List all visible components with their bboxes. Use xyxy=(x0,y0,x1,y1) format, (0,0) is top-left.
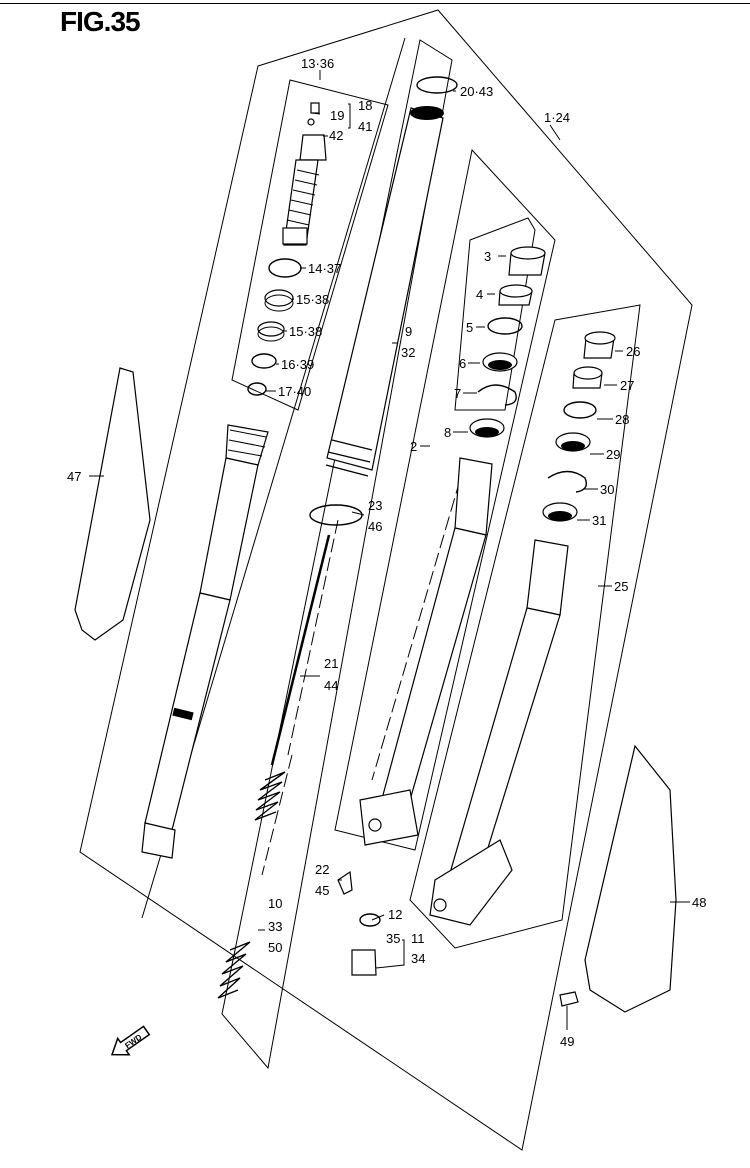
label-27: 27 xyxy=(620,378,634,393)
valve-11 xyxy=(351,949,377,976)
label-31: 31 xyxy=(592,513,606,528)
label-15-38a: 15·38 xyxy=(296,292,329,307)
bushing-15b xyxy=(257,321,285,337)
cartridge-group-outline xyxy=(231,79,389,411)
label-42: 42 xyxy=(329,128,343,143)
right-leg-outline xyxy=(409,304,641,949)
label-11: 11 xyxy=(411,931,425,946)
clip-30 xyxy=(547,470,588,493)
label-20-43: 20·43 xyxy=(460,84,493,99)
clip-7 xyxy=(477,384,517,406)
leader-lines xyxy=(89,70,690,1030)
bolt-22 xyxy=(337,870,353,895)
label-14-37: 14·37 xyxy=(308,261,341,276)
o-ring-23 xyxy=(309,504,363,526)
spring-upper xyxy=(254,771,286,821)
label-10: 10 xyxy=(268,896,282,911)
label-16-39: 16·39 xyxy=(281,357,314,372)
right-panel-outline xyxy=(334,148,556,851)
inner-tube xyxy=(309,76,458,526)
label-41: 41 xyxy=(358,119,372,134)
label-28: 28 xyxy=(615,412,629,427)
label-5: 5 xyxy=(466,320,473,335)
bushing-group-outline xyxy=(454,217,536,411)
label-30: 30 xyxy=(600,482,614,497)
align-dash-2 xyxy=(261,754,293,876)
label-15-38b: 15·38 xyxy=(289,324,322,339)
label-2: 2 xyxy=(410,439,417,454)
align-dash-1 xyxy=(287,519,339,756)
label-47: 47 xyxy=(67,469,81,484)
label-7: 7 xyxy=(454,386,461,401)
align-dash-3 xyxy=(371,479,461,781)
label-4: 4 xyxy=(476,287,483,302)
label-1-24: 1·24 xyxy=(544,110,570,125)
label-34: 34 xyxy=(411,951,425,966)
callout-labels: 13·36 19 18 41 42 20·43 1·24 14·37 15·38… xyxy=(67,56,706,1049)
inner-tube-outline xyxy=(221,39,453,1070)
label-46: 46 xyxy=(368,519,382,534)
label-32: 32 xyxy=(401,345,415,360)
label-3: 3 xyxy=(484,249,491,264)
label-12: 12 xyxy=(388,907,402,922)
washer-28 xyxy=(563,401,597,419)
fork-guard-47 xyxy=(74,367,151,641)
ring-14 xyxy=(268,258,302,278)
label-50: 50 xyxy=(268,940,282,955)
label-48: 48 xyxy=(692,895,706,910)
fork-guard-48 xyxy=(584,744,677,1013)
label-13-36: 13·36 xyxy=(301,56,334,71)
label-18: 18 xyxy=(358,98,372,113)
label-49: 49 xyxy=(560,1034,574,1049)
washer-5 xyxy=(487,317,523,335)
figure-title: FIG.35 xyxy=(60,6,141,37)
label-45: 45 xyxy=(315,883,329,898)
label-25: 25 xyxy=(614,579,628,594)
label-9: 9 xyxy=(405,324,412,339)
bushing-15a xyxy=(264,289,294,307)
label-33: 33 xyxy=(268,919,282,934)
label-17-40: 17·40 xyxy=(278,384,311,399)
label-26: 26 xyxy=(626,344,640,359)
ring-17 xyxy=(247,382,267,396)
rod-21 xyxy=(270,534,331,766)
label-44: 44 xyxy=(324,678,338,693)
label-8: 8 xyxy=(444,425,451,440)
label-19: 19 xyxy=(330,108,344,123)
assembly-outline xyxy=(79,9,693,1151)
fwd-arrow-icon: FWD xyxy=(110,1025,151,1056)
outer-tube-left xyxy=(141,424,269,859)
label-23: 23 xyxy=(368,498,382,513)
label-29: 29 xyxy=(606,447,620,462)
top-rule xyxy=(0,3,750,4)
spring-10 xyxy=(217,941,251,999)
outer-tube-25 xyxy=(429,539,569,926)
label-21: 21 xyxy=(324,656,338,671)
damper-cartridge xyxy=(282,102,327,246)
label-22: 22 xyxy=(315,862,329,877)
label-35: 35 xyxy=(386,931,400,946)
label-6: 6 xyxy=(459,356,466,371)
ring-16 xyxy=(251,353,277,369)
outer-tube-2 xyxy=(359,457,493,846)
bolt-49 xyxy=(559,991,579,1007)
washer-12 xyxy=(359,913,381,927)
